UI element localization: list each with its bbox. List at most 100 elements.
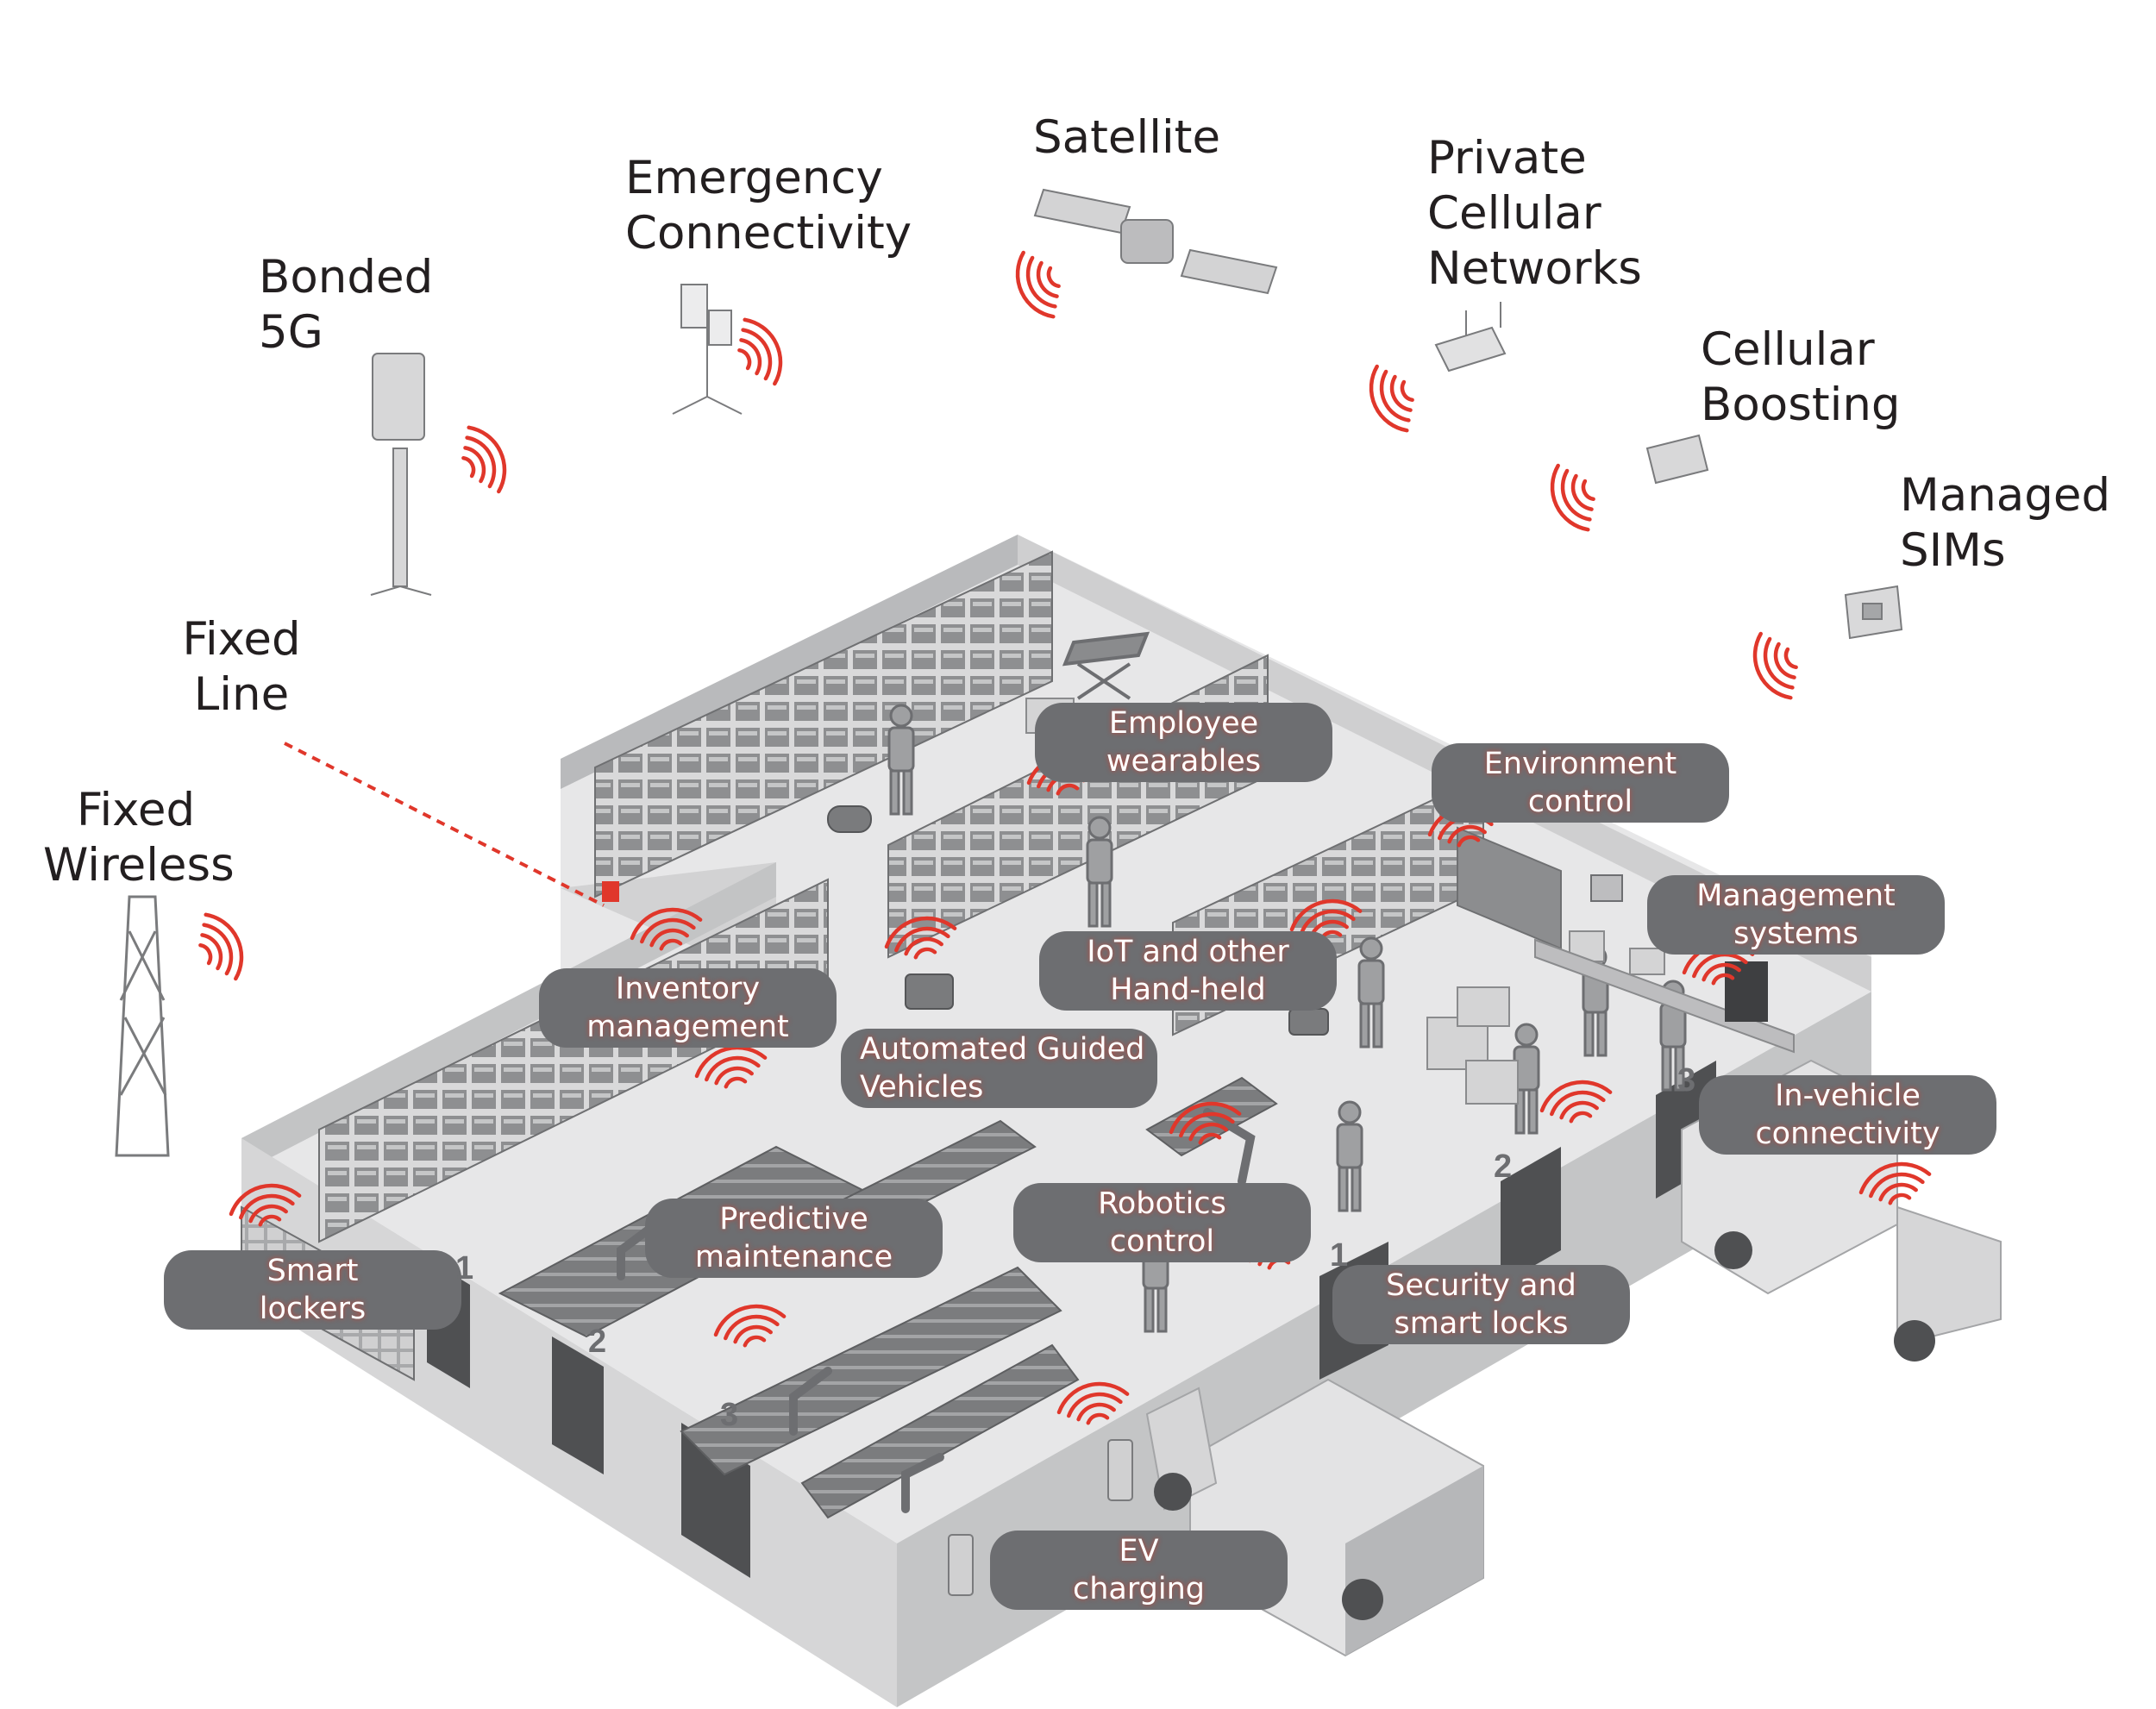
signal-wave-arc (694, 1045, 768, 1079)
packing-desk (1534, 938, 1795, 1054)
signal-wave-arc (1702, 962, 1741, 982)
signal-wave-arc (1447, 824, 1487, 844)
signal-wave-arc (258, 1214, 282, 1227)
signal-wave-arc (461, 455, 476, 479)
signal-wave-arc (1569, 1111, 1593, 1124)
dock-number: 3 (1677, 1062, 1696, 1099)
signal-wave-arc (202, 923, 234, 976)
signal-wave-arc (1076, 1402, 1116, 1422)
signal-wave-arc (884, 916, 957, 949)
signal-wave-arc (1783, 647, 1798, 670)
signal-wave-arc (913, 947, 937, 960)
signal-wave-arc (640, 917, 696, 944)
monitor (1725, 961, 1768, 1022)
signal-wave-arc (1869, 1172, 1925, 1199)
workers (887, 704, 1687, 1333)
signal-wave-arc (204, 912, 244, 981)
router-icon (1434, 302, 1507, 372)
signal-wave-arc (1086, 1412, 1110, 1425)
signal-wave-arc (1457, 835, 1481, 848)
signal-wave-arc (1581, 479, 1595, 502)
signal-wave-arc (1692, 952, 1748, 979)
signal-wave-arc (1036, 260, 1059, 298)
wall-socket-icon (602, 881, 619, 902)
signal-wave-arc (463, 446, 486, 484)
signal-wave-arc (714, 1066, 754, 1086)
signal-wave-arc (1289, 898, 1363, 932)
signal-wave-arc (733, 1324, 773, 1344)
signal-wave-arc (465, 435, 497, 489)
sim-card-icon (1844, 585, 1903, 640)
dock-number: 2 (588, 1324, 607, 1360)
signal-wave-arc (239, 1193, 295, 1220)
signal-wave-arc (713, 1304, 787, 1337)
signal-wave-arc (1560, 468, 1592, 522)
scale-display (1590, 874, 1623, 902)
signal-wave-arc (1559, 1100, 1599, 1120)
robot-arms (617, 1108, 1256, 1513)
signal-wave-arc (630, 907, 703, 941)
dock-number: 2 (1494, 1149, 1513, 1185)
agv-robots (827, 805, 1329, 1036)
signal-wave-arc (198, 942, 213, 966)
dock-number: 3 (720, 1397, 739, 1433)
signal-wave-arc (1550, 1090, 1606, 1117)
signal-wave-arc (737, 347, 752, 371)
signal-wave-arc (659, 938, 683, 951)
signal-wave-arc (1188, 1122, 1228, 1142)
signal-wave-arc (1389, 374, 1413, 412)
signal-wave-arc (1379, 369, 1411, 423)
signal-wave-arc (1056, 1381, 1130, 1415)
tech-label-satellite: Satellite (1033, 111, 1221, 164)
signal-wave-arc (1550, 463, 1590, 532)
signal-wave-arc (1198, 1132, 1222, 1145)
signal-wave-arc (1179, 1111, 1235, 1138)
signal-wave-arc (1763, 636, 1795, 690)
portable-antenna-icon (672, 284, 743, 415)
dock-number: 1 (455, 1250, 474, 1286)
signal-wave-arc (1539, 1080, 1613, 1113)
signal-wave-arc (1300, 909, 1356, 936)
booster-antenna-icon (1645, 434, 1709, 485)
signal-wave-arc (1025, 255, 1057, 309)
signal-wave-arc (200, 933, 223, 971)
signal-wave-arc (1773, 642, 1796, 679)
signal-wave-arc (1752, 631, 1793, 700)
satellite-icon (1033, 188, 1278, 295)
signal-wave-arc (1570, 473, 1594, 511)
signal-wave-arc (1888, 1193, 1912, 1205)
signal-wave-arc (904, 936, 943, 956)
signal-wave-arc (1067, 1392, 1123, 1418)
ev-charger-icon (948, 1439, 1133, 1596)
signal-wave-arc (1046, 266, 1061, 289)
signal-wave-arc (1169, 1101, 1242, 1135)
delivery-truck (1145, 1378, 1484, 1657)
signal-wave-arc (229, 1183, 302, 1217)
lift-table (1062, 631, 1150, 700)
dock-number: 1 (1330, 1237, 1349, 1274)
fixed-line-connector (284, 742, 605, 907)
signal-wave-arc (1711, 973, 1735, 986)
signal-wave-arc (1878, 1182, 1918, 1202)
lattice-mast-icon (115, 895, 170, 1157)
signal-wave-arc (467, 425, 507, 494)
signal-wave-arc (741, 328, 773, 381)
signal-wave-arc (1400, 379, 1414, 403)
